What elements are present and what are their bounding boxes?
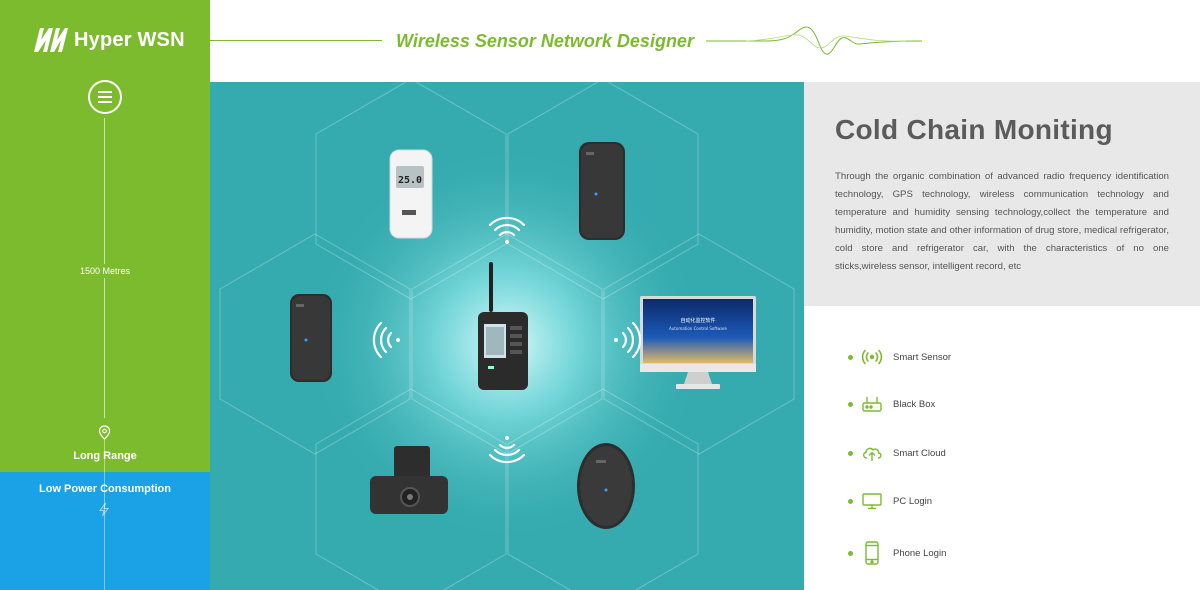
router-icon <box>859 391 885 417</box>
info-panel: Cold Chain Moniting Through the organic … <box>804 82 1200 306</box>
page-title: Wireless Sensor Network Designer <box>396 31 694 51</box>
feature-label: Smart Sensor <box>893 351 952 363</box>
monitor-screen-subtitle: Automation Control Software <box>669 326 727 331</box>
feature-phone-login[interactable]: Phone Login <box>848 538 1108 568</box>
sidebar-bottom-panel <box>0 472 210 590</box>
long-range-label[interactable]: Long Range <box>73 450 137 462</box>
bullet-dot <box>848 401 853 407</box>
black-sensor-device-left <box>290 294 332 382</box>
feature-smart-cloud[interactable]: Smart Cloud <box>848 438 1108 468</box>
wireless-signal-icon <box>859 344 885 370</box>
brand-logo[interactable]: Hyper WSN <box>30 26 185 54</box>
feature-black-box[interactable]: Black Box <box>848 389 1108 419</box>
bullet-dot <box>848 550 853 556</box>
wifi-signal-top-icon <box>488 216 526 244</box>
cloud-upload-icon <box>859 440 885 466</box>
info-title: Cold Chain Moniting <box>835 114 1113 145</box>
menu-icon-bar <box>98 101 112 103</box>
info-description: Through the organic combination of advan… <box>835 171 1169 272</box>
wifi-signal-icons <box>372 216 642 464</box>
monitor-screen-title: 自动化监控软件 <box>680 317 715 324</box>
monitor-icon <box>859 488 885 514</box>
header-divider-left <box>210 40 382 41</box>
logo-mark-icon <box>34 28 68 52</box>
hexagon-network-graphic: 25.0 自动化监控软件 Automa <box>219 82 795 590</box>
feature-pc-login[interactable]: PC Login <box>848 486 1108 516</box>
feature-smart-sensor[interactable]: Smart Sensor <box>848 342 1108 372</box>
bullet-dot <box>848 354 853 360</box>
temperature-sensor-device: 25.0 <box>389 149 433 239</box>
location-pin-icon <box>98 425 111 440</box>
lightning-bolt-icon <box>99 502 109 517</box>
phone-icon <box>859 540 885 566</box>
feature-label: Phone Login <box>893 547 947 559</box>
menu-button[interactable] <box>88 80 122 114</box>
header-wave-decoration <box>706 26 922 55</box>
sidebar-timeline-lower <box>104 440 105 590</box>
wifi-signal-left-icon <box>372 321 400 359</box>
device-network-panel: 25.0 自动化监控软件 Automa <box>210 82 804 590</box>
distance-label-wrap: 1500 Metres <box>0 264 210 278</box>
black-sensor-device-top <box>579 142 625 240</box>
bullet-dot <box>848 498 853 504</box>
bullet-dot <box>848 450 853 456</box>
menu-icon-bar <box>98 96 112 98</box>
feature-label: Smart Cloud <box>893 447 946 459</box>
hexagon-grid <box>219 82 795 590</box>
menu-icon-bar <box>98 91 112 93</box>
sidebar-top-panel <box>0 0 210 472</box>
feature-label: PC Login <box>893 495 933 507</box>
low-power-label[interactable]: Low Power Consumption <box>39 483 171 495</box>
wifi-signal-right-icon <box>614 321 642 359</box>
oval-tracker-device <box>577 443 635 529</box>
feature-label: Black Box <box>893 398 936 410</box>
gateway-device <box>478 262 528 390</box>
mounted-sensor-device <box>370 446 448 514</box>
distance-label: 1500 Metres <box>79 264 131 278</box>
temperature-readout: 25.0 <box>398 175 422 186</box>
brand-name: Hyper WSN <box>74 28 185 51</box>
wifi-signal-bottom-icon <box>488 436 526 464</box>
pc-monitor-device: 自动化监控软件 Automation Control Software <box>640 296 756 389</box>
